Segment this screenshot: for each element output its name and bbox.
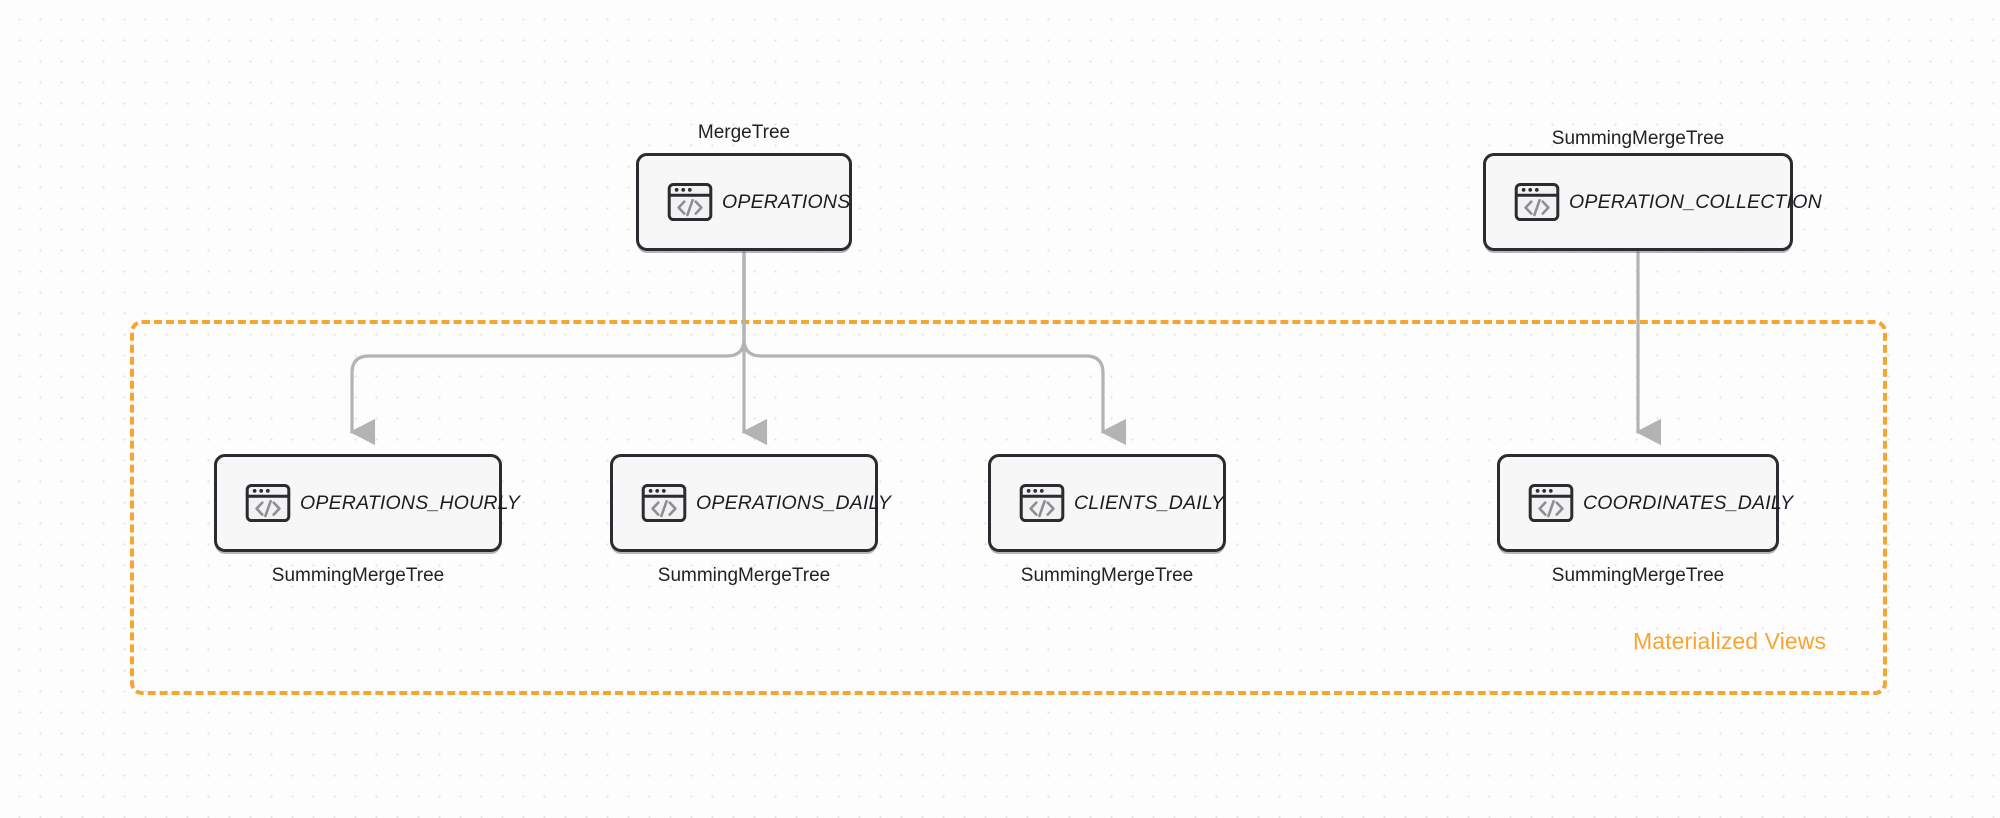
node-label-operation-collection: OPERATION_COLLECTION	[1569, 190, 1822, 213]
node-operations-daily[interactable]: OPERATIONS_DAILY	[610, 454, 891, 552]
code-window-icon	[1527, 479, 1575, 527]
engine-caption-operations-hourly: SummingMergeTree	[271, 565, 445, 586]
code-window-icon	[640, 479, 688, 527]
node-label-coordinates-daily: COORDINATES_DAILY	[1583, 491, 1794, 514]
node-operations[interactable]: OPERATIONS	[636, 153, 852, 251]
node-operation-collection[interactable]: OPERATION_COLLECTION	[1483, 153, 1822, 251]
engine-caption-coordinates-daily: SummingMergeTree	[1551, 565, 1725, 586]
engine-caption-clients-daily: SummingMergeTree	[1020, 565, 1194, 586]
node-label-clients-daily: CLIENTS_DAILY	[1074, 491, 1225, 514]
engine-caption-operations-daily: SummingMergeTree	[657, 565, 831, 586]
node-operations-hourly[interactable]: OPERATIONS_HOURLY	[214, 454, 520, 552]
node-label-operations-hourly: OPERATIONS_HOURLY	[300, 491, 521, 514]
code-window-icon	[1513, 178, 1561, 226]
engine-caption-operations: MergeTree	[697, 122, 791, 143]
node-label-operations-daily: OPERATIONS_DAILY	[696, 491, 892, 514]
engine-caption-operation-collection: SummingMergeTree	[1551, 128, 1725, 149]
node-clients-daily[interactable]: CLIENTS_DAILY	[988, 454, 1226, 552]
code-window-icon	[244, 479, 292, 527]
materialized-views-caption: Materialized Views	[1633, 628, 1827, 654]
code-window-icon	[666, 178, 714, 226]
node-coordinates-daily[interactable]: COORDINATES_DAILY	[1497, 454, 1793, 552]
node-label-operations: OPERATIONS	[722, 190, 851, 213]
code-window-icon	[1018, 479, 1066, 527]
